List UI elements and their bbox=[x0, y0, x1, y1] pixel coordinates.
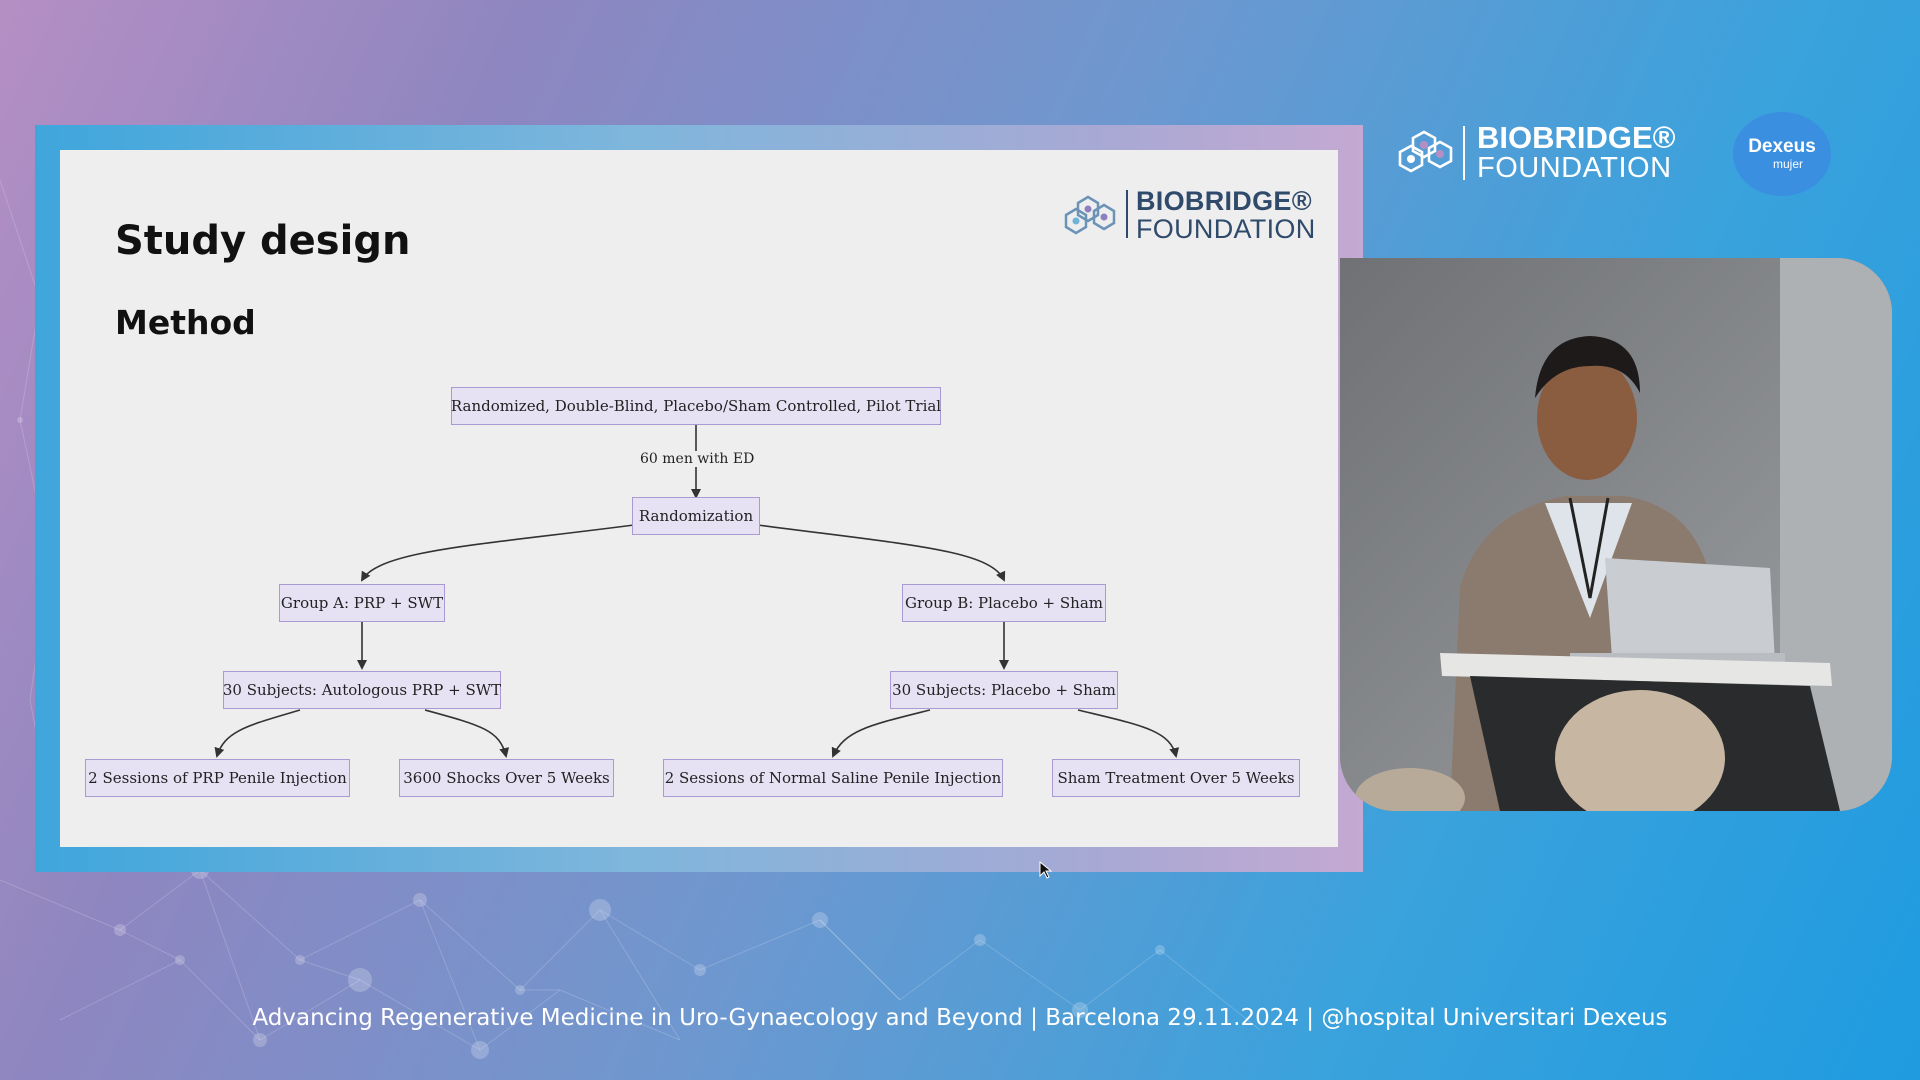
edge-randomization-group-a bbox=[360, 524, 635, 582]
node-subjects-a: 30 Subjects: Autologous PRP + SWT bbox=[223, 671, 501, 709]
dexeus-logo-name: Dexeus bbox=[1748, 136, 1816, 157]
edge-randomization-group-b bbox=[757, 524, 1006, 582]
hexagon-logo-icon bbox=[1398, 130, 1453, 173]
hexagon-logo-icon bbox=[1064, 195, 1116, 235]
dexeus-mujer-logo: Dexeus mujer bbox=[1733, 112, 1831, 196]
node-randomization: Randomization bbox=[632, 497, 760, 535]
header-logo-line-1: BIOBRIDGE® bbox=[1477, 120, 1676, 155]
mouse-cursor-icon bbox=[1039, 861, 1053, 879]
biobridge-header-logo: BIOBRIDGE® FOUNDATION bbox=[1398, 118, 1698, 188]
node-group-a: Group A: PRP + SWT bbox=[279, 584, 445, 622]
node-trial: Randomized, Double-Blind, Placebo/Sham C… bbox=[451, 387, 941, 425]
slide-subtitle: Method bbox=[115, 303, 256, 342]
node-prp-injection: 2 Sessions of PRP Penile Injection bbox=[85, 759, 350, 797]
edge-label-60-men: 60 men with ED bbox=[636, 451, 759, 467]
slide-frame: Study design Method BIOBRIDGE® FOUNDATIO… bbox=[35, 125, 1363, 872]
node-shocks: 3600 Shocks Over 5 Weeks bbox=[399, 759, 614, 797]
logo-line-1: BIOBRIDGE® bbox=[1136, 186, 1312, 216]
edge-subjects-a-prp bbox=[214, 709, 301, 758]
node-saline-injection: 2 Sessions of Normal Saline Penile Injec… bbox=[663, 759, 1003, 797]
dexeus-logo-sub: mujer bbox=[1773, 157, 1804, 171]
logo-divider bbox=[1126, 190, 1128, 238]
node-sham-treatment: Sham Treatment Over 5 Weeks bbox=[1052, 759, 1300, 797]
logo-line-2: FOUNDATION bbox=[1136, 214, 1316, 244]
flowchart-edges bbox=[214, 425, 1180, 758]
header-logo-line-2: FOUNDATION bbox=[1477, 152, 1672, 184]
study-flowchart: Randomized, Double-Blind, Placebo/Sham C… bbox=[60, 150, 1338, 847]
logo-divider bbox=[1463, 126, 1465, 180]
node-subjects-b: 30 Subjects: Placebo + Sham bbox=[890, 671, 1118, 709]
edge-subjects-b-saline bbox=[831, 709, 931, 758]
event-footer-banner: Advancing Regenerative Medicine in Uro-G… bbox=[252, 1005, 1668, 1031]
edge-subjects-a-shocks bbox=[424, 709, 510, 758]
node-group-b: Group B: Placebo + Sham bbox=[902, 584, 1106, 622]
edge-subjects-b-sham bbox=[1077, 709, 1180, 758]
slide: Study design Method BIOBRIDGE® FOUNDATIO… bbox=[60, 150, 1338, 847]
slide-title: Study design bbox=[115, 218, 411, 264]
speaker-video-feed bbox=[1340, 258, 1892, 811]
speaker-video-image bbox=[1340, 258, 1892, 811]
